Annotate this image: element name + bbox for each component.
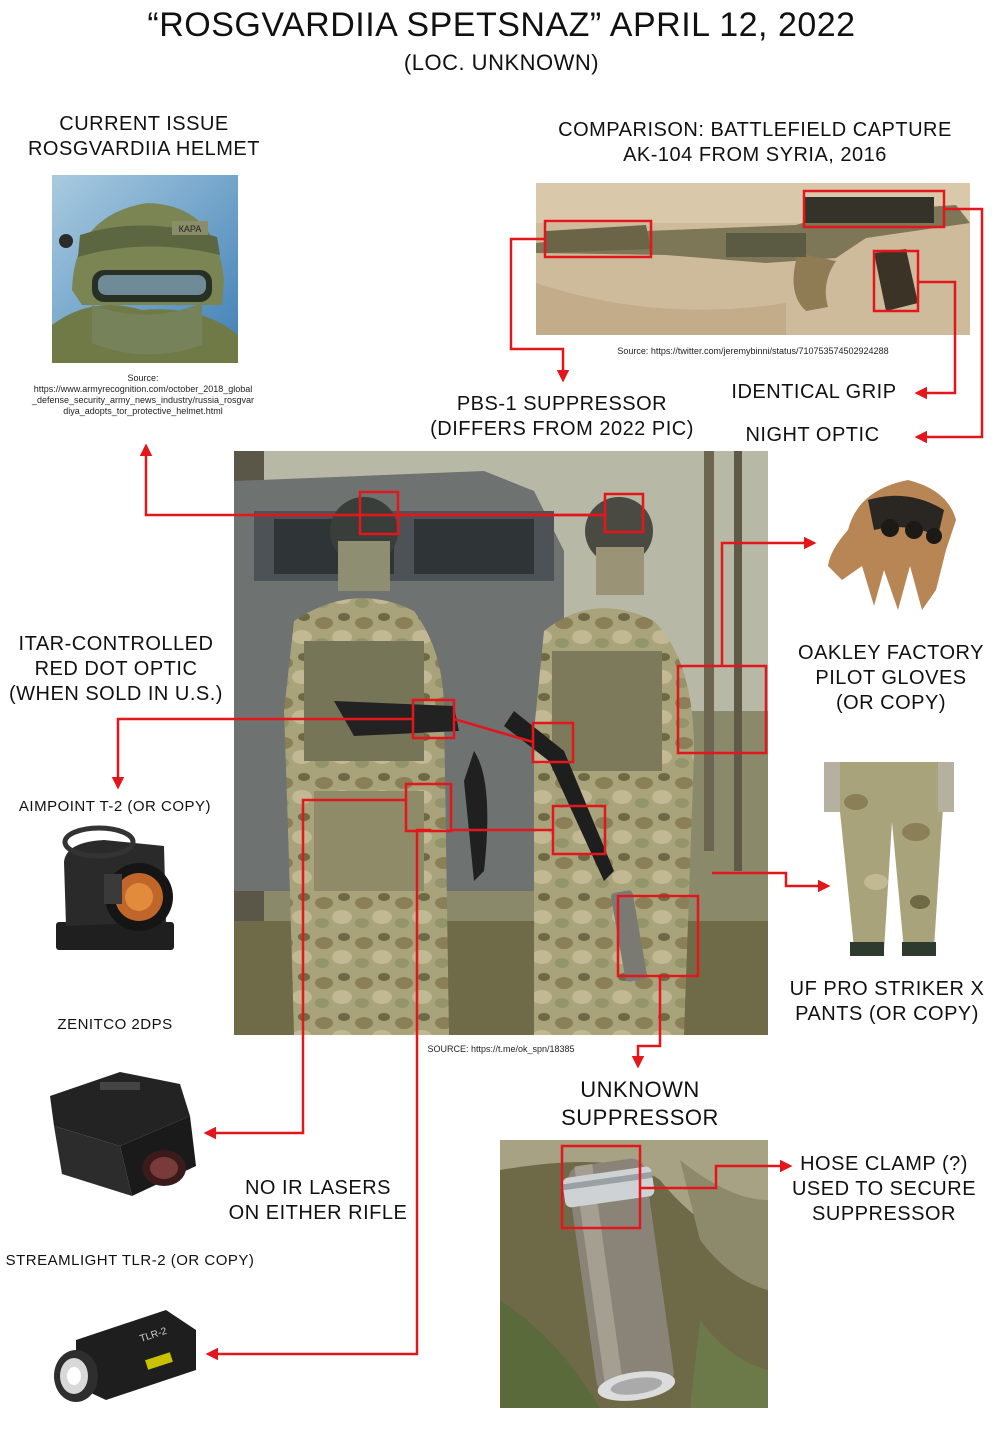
no-ir-lasers-label: NO IR LASERS ON EITHER RIFLE	[218, 1176, 418, 1226]
helmet-right-box	[603, 492, 645, 534]
ak-suppressor-box	[543, 219, 653, 259]
comparison-label-line2: AK-104 FROM SYRIA, 2016	[623, 144, 887, 166]
helmet-left-box	[358, 490, 400, 536]
arrow-pbs	[509, 237, 570, 383]
page-subtitle: (LOC. UNKNOWN)	[403, 50, 600, 75]
oakley-line3: (OR COPY)	[835, 692, 947, 714]
helmet-source-line2: _defense_security_army_news_industry/rus…	[31, 395, 255, 405]
arrow-helmet	[139, 443, 605, 517]
itar-label: ITAR-CONTROLLED RED DOT OPTIC (WHEN SOLD…	[0, 632, 232, 707]
ufpro-line2: PANTS (OR COPY)	[795, 1003, 979, 1025]
arrow-night-optic	[914, 207, 984, 444]
main-photo	[234, 451, 768, 1035]
ufpro-pants-label: UF PRO STRIKER X PANTS (OR COPY)	[782, 977, 992, 1027]
hose-clamp-label: HOSE CLAMP (?) USED TO SECURE SUPPRESSOR	[782, 1152, 986, 1227]
pbs-label-line2: (DIFFERS FROM 2022 PIC)	[430, 418, 694, 440]
zenitco-main-box	[404, 782, 453, 833]
comparison-label: COMPARISON: BATTLEFIELD CAPTURE AK-104 F…	[520, 118, 990, 168]
arrow-grip	[914, 280, 957, 400]
zenitco-label: ZENITCO 2DPS	[57, 1016, 173, 1033]
hose-line3: SUPPRESSOR	[812, 1203, 956, 1225]
helmet-photo: КАРА	[52, 175, 238, 363]
unknown-suppressor-label: UNKNOWN SUPPRESSOR	[540, 1076, 740, 1132]
unknown-line1: UNKNOWN	[580, 1077, 700, 1102]
hose-line1: HOSE CLAMP (?)	[800, 1153, 968, 1175]
no-ir-line1: NO IR LASERS	[244, 1177, 392, 1199]
hose-line2: USED TO SECURE	[791, 1178, 977, 1200]
connector-red-dot-optic	[453, 717, 534, 744]
unknown-line2: SUPPRESSOR	[561, 1105, 719, 1130]
suppressor-closeup-photo	[500, 1140, 768, 1408]
identical-grip-label: IDENTICAL GRIP	[731, 381, 897, 403]
ufpro-line1: UF PRO STRIKER X	[789, 978, 985, 1000]
aimpoint-label: AIMPOINT T-2 (OR COPY)	[18, 798, 212, 815]
streamlight-photo: TLR-2	[46, 1290, 202, 1422]
night-optic-main-box	[531, 721, 575, 764]
no-ir-line2: ON EITHER RIFLE	[228, 1202, 408, 1224]
itar-label-line2: RED DOT OPTIC	[34, 658, 198, 680]
itar-label-line3: (WHEN SOLD IN U.S.)	[9, 683, 223, 705]
pbs-suppressor-label: PBS-1 SUPPRESSOR (DIFFERS FROM 2022 PIC)	[422, 392, 702, 442]
streamlight-label: STREAMLIGHT TLR-2 (OR COPY)	[5, 1252, 255, 1269]
main-photo-source: SOURCE: https://t.me/ok_spn/18385	[427, 1044, 575, 1054]
ak-grip-box	[872, 249, 920, 313]
arrow-hose-clamp	[640, 1159, 793, 1190]
ak104-photo	[536, 183, 970, 335]
pbs-label-line1: PBS-1 SUPPRESSOR	[456, 393, 668, 415]
arrow-streamlight	[205, 828, 432, 1361]
arrow-pants	[712, 871, 831, 893]
gloves-photo	[818, 470, 960, 615]
page-title: “ROSGVARDIIA SPETSNAZ” APRIL 12, 2022	[147, 6, 856, 44]
helmet-source-label: Source:	[127, 373, 159, 383]
oakley-line1: OAKLEY FACTORY	[798, 642, 984, 664]
helmet-label: CURRENT ISSUE ROSGVARDIIA HELMET	[14, 112, 274, 162]
glove-box	[676, 664, 768, 755]
unknown-suppressor-box	[616, 894, 700, 978]
oakley-gloves-label: OAKLEY FACTORY PILOT GLOVES (OR COPY)	[782, 641, 1000, 716]
helmet-source-line3: diya_adopts_tor_protective_helmet.html	[63, 406, 223, 416]
arrow-zenitco	[203, 798, 406, 1140]
aimpoint-photo	[44, 822, 184, 967]
red-dot-box	[411, 698, 456, 740]
helmet-patch-text: КАРА	[179, 224, 202, 234]
arrow-gloves	[720, 536, 817, 666]
arrow-aimpoint	[111, 717, 413, 790]
itar-label-line1: ITAR-CONTROLLED	[18, 633, 214, 655]
oakley-line2: PILOT GLOVES	[815, 667, 967, 689]
helmet-source-line1: https://www.armyrecognition.com/october_…	[33, 384, 253, 394]
arrow-unknown-suppressor	[631, 976, 662, 1069]
comparison-label-line1: COMPARISON: BATTLEFIELD CAPTURE	[558, 119, 952, 141]
helmet-label-line1: CURRENT ISSUE	[59, 113, 229, 135]
pants-photo	[816, 752, 962, 960]
helmet-label-line2: ROSGVARDIIA HELMET	[27, 138, 260, 160]
streamlight-main-box	[551, 804, 607, 856]
hose-clamp-box	[560, 1144, 642, 1230]
ak-night-optic-box	[802, 189, 946, 229]
zenitco-photo	[40, 1056, 202, 1204]
helmet-source: Source: https://www.armyrecognition.com/…	[28, 373, 258, 417]
night-optic-label: NIGHT OPTIC	[745, 424, 880, 446]
comparison-source: Source: https://twitter.com/jeremybinni/…	[617, 346, 889, 356]
